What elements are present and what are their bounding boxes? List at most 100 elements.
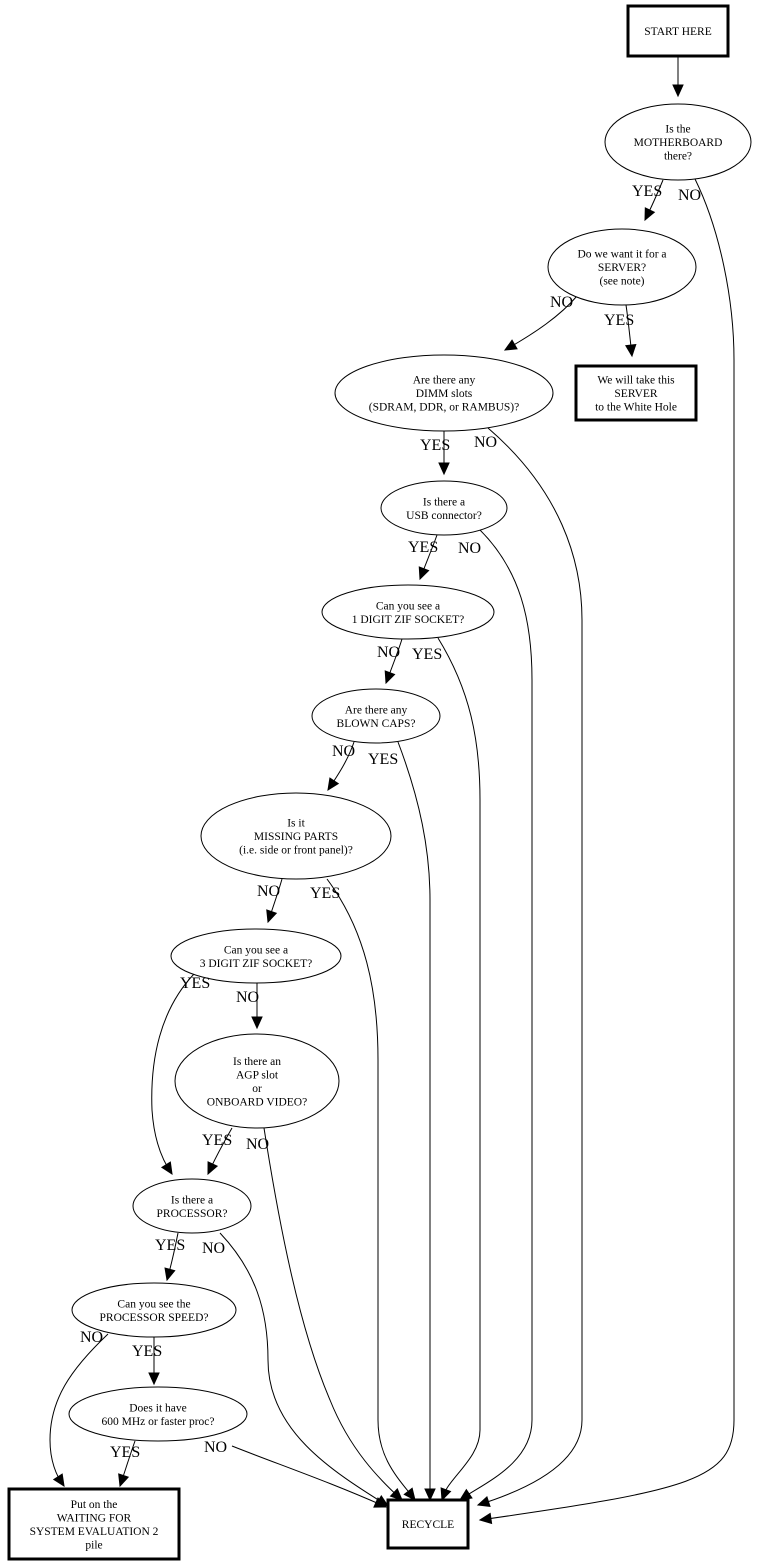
edge-line	[326, 878, 416, 1501]
node-text-line: SERVER?	[598, 262, 646, 274]
arrowhead-icon	[52, 1473, 65, 1488]
edge-label-no: NO	[202, 1240, 225, 1257]
edge-label-yes: YES	[604, 312, 634, 329]
edge-label-no: NO	[204, 1439, 227, 1456]
edge-dimm-to-recycle	[476, 427, 583, 1507]
node-text-line: We will take this	[597, 375, 675, 387]
edge-line	[263, 1127, 403, 1501]
edge-line	[479, 178, 735, 1521]
node-text-line: Is there an	[233, 1056, 281, 1068]
edge-zif3-to-processor	[151, 973, 195, 1176]
decision-ellipse	[132, 1178, 252, 1234]
edge-mhz-to-waiting	[118, 1440, 136, 1488]
edge-label-yes: YES	[180, 975, 210, 992]
decision-ellipse	[604, 103, 752, 181]
edge-usb-to-zif1	[418, 534, 438, 581]
node-text-line: START HERE	[644, 26, 712, 38]
arrowhead-icon	[148, 1372, 160, 1386]
node-text-line: Is there a	[423, 496, 465, 508]
node-text-line: (i.e. side or front panel)?	[239, 845, 353, 857]
edge-line	[231, 1445, 387, 1508]
decision-ellipse	[321, 584, 495, 640]
arrowhead-icon	[438, 462, 450, 476]
node-text-line: 3 DIGIT ZIF SOCKET?	[200, 958, 313, 970]
node-text-line: MOTHERBOARD	[634, 137, 723, 149]
arrowhead-icon	[164, 1267, 176, 1282]
node-zif3: Can you see a 3 DIGIT ZIF SOCKET?	[170, 928, 342, 984]
edge-mhz-to-recycle	[231, 1445, 388, 1508]
terminal-box	[626, 4, 730, 58]
arrowhead-icon	[118, 1473, 130, 1488]
decision-ellipse	[71, 1282, 237, 1338]
edge-label-yes: YES	[202, 1132, 232, 1149]
node-text-line: Are there any	[413, 375, 476, 387]
edge-server-to-whitehole	[625, 304, 637, 358]
node-text-line: Can you see the	[117, 1298, 190, 1310]
node-text-line: WAITING FOR	[57, 1512, 132, 1524]
edge-missing-to-recycle	[326, 878, 416, 1501]
decision-ellipse	[380, 480, 508, 536]
arrowhead-icon	[625, 343, 637, 358]
node-text-line: Can you see a	[376, 600, 440, 612]
node-text-line: Is it	[287, 818, 305, 830]
decision-ellipse	[170, 928, 342, 984]
node-text-line: PROCESSOR?	[157, 1208, 228, 1220]
node-text-line: Put on the	[71, 1499, 118, 1511]
arrowhead-icon	[440, 1487, 452, 1502]
node-recycle: RECYCLE	[386, 1498, 470, 1550]
edge-line	[477, 427, 583, 1506]
arrowhead-icon	[418, 566, 430, 581]
arrowhead-icon	[251, 1016, 263, 1030]
node-text-line: 1 DIGIT ZIF SOCKET?	[352, 614, 465, 626]
arrowhead-icon	[458, 1488, 473, 1501]
edge-label-yes: YES	[420, 437, 450, 454]
node-text-line: AGP slot	[236, 1069, 279, 1081]
edge-zif1-to-recycle	[437, 637, 481, 1502]
node-text-line: MISSING PARTS	[254, 831, 338, 843]
edge-server-to-dimm	[503, 295, 578, 351]
arrowhead-icon	[644, 207, 656, 222]
arrowhead-icon	[503, 339, 518, 351]
edges-layer	[49, 56, 735, 1525]
edge-label-no: NO	[458, 540, 481, 557]
arrowhead-icon	[160, 1161, 173, 1176]
edge-label-yes: YES	[110, 1444, 140, 1461]
edge-zif3-to-agp	[251, 983, 263, 1030]
terminal-box	[574, 364, 698, 422]
node-text-line: Does it have	[129, 1402, 186, 1414]
edge-label-yes: YES	[632, 183, 662, 200]
edge-usb-to-recycle	[458, 529, 533, 1501]
edge-dimm-to-usb	[438, 431, 450, 476]
terminal-box	[386, 1498, 470, 1550]
arrowhead-icon	[373, 1497, 388, 1508]
node-text-line: SERVER	[614, 388, 657, 400]
edge-label-no: NO	[80, 1329, 103, 1346]
edge-line	[219, 1232, 389, 1507]
edge-line	[437, 637, 481, 1501]
edge-speed-to-waiting	[49, 1333, 109, 1488]
decision-ellipse	[547, 228, 697, 306]
node-text-line: BLOWN CAPS?	[337, 718, 416, 730]
edge-caps-to-recycle	[397, 741, 436, 1502]
decision-ellipse	[68, 1386, 248, 1442]
node-zif1: Can you see a 1 DIGIT ZIF SOCKET?	[321, 584, 495, 640]
arrowhead-icon	[207, 1161, 219, 1176]
edge-motherboard-to-recycle	[478, 178, 735, 1525]
node-text-line: Can you see a	[224, 944, 288, 956]
node-text-line: (SDRAM, DDR, or RAMBUS)?	[369, 402, 519, 414]
edge-agp-to-recycle	[263, 1127, 403, 1501]
edge-line	[397, 741, 431, 1500]
edge-label-no: NO	[246, 1136, 269, 1153]
edge-processor-to-recycle	[219, 1232, 390, 1507]
